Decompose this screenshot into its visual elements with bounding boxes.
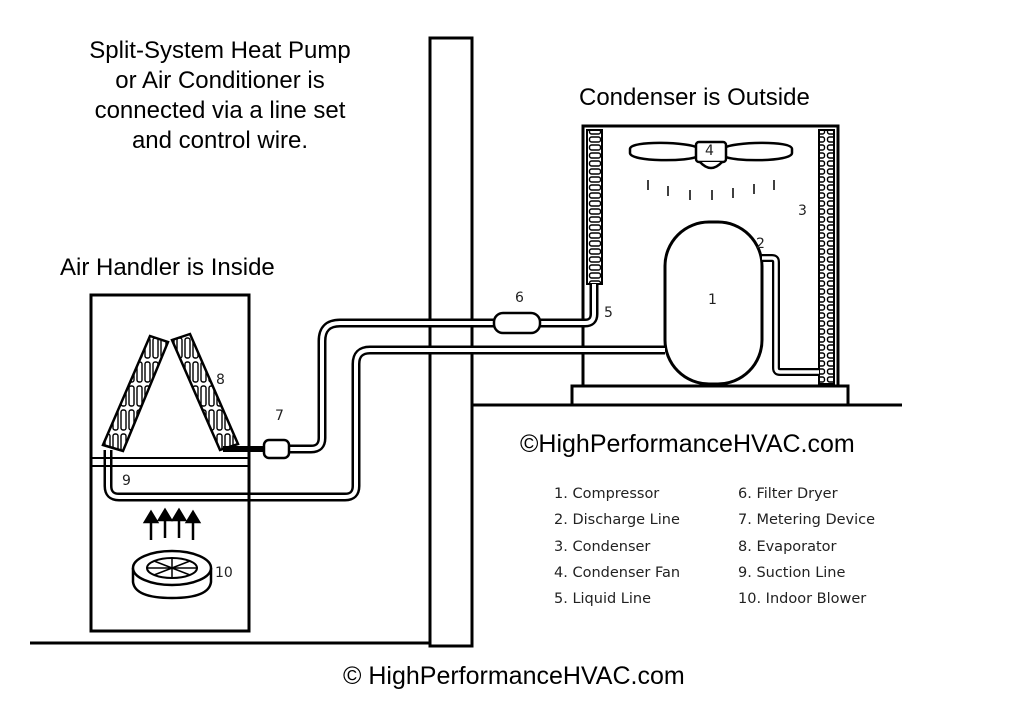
air-handler-heading: Air Handler is Inside bbox=[60, 254, 275, 281]
title-line: or Air Conditioner is bbox=[115, 67, 325, 94]
discharge-line bbox=[762, 254, 819, 376]
legend-item: 7. Metering Device bbox=[738, 512, 876, 529]
fan-airflow-marks bbox=[647, 180, 775, 200]
diagram-title: Split-System Heat Pump or Air Conditione… bbox=[60, 36, 380, 156]
condenser-cabinet bbox=[581, 124, 840, 388]
watermark-middle: ©HighPerformanceHVAC.com bbox=[520, 430, 855, 458]
condenser-coil-right bbox=[818, 129, 835, 385]
legend-item: 3. Condenser bbox=[554, 538, 651, 555]
evaporator-coil-left bbox=[101, 334, 170, 453]
legend-left-column: 1. Compressor 2. Discharge Line 3. Conde… bbox=[554, 481, 680, 612]
compressor bbox=[663, 220, 764, 386]
wall bbox=[428, 36, 474, 648]
air-handler-cabinet bbox=[89, 293, 251, 633]
condenser-coil-left bbox=[586, 129, 603, 285]
legend-item: 2. Discharge Line bbox=[554, 512, 680, 529]
legend-item: 4. Condenser Fan bbox=[554, 564, 681, 581]
legend-item: 5. Liquid Line bbox=[554, 591, 652, 608]
legend-item: 10. Indoor Blower bbox=[738, 591, 867, 608]
condenser-fan bbox=[628, 140, 794, 170]
component-label-2: 2 bbox=[756, 236, 765, 252]
watermark-bottom: © HighPerformanceHVAC.com bbox=[343, 662, 685, 690]
component-label-3: 3 bbox=[798, 203, 807, 219]
component-label-1: 1 bbox=[708, 292, 717, 308]
legend-item: 8. Evaporator bbox=[738, 538, 837, 555]
condenser-pad bbox=[570, 384, 850, 407]
indoor-blower bbox=[131, 549, 213, 600]
component-label-4: 4 bbox=[705, 143, 714, 159]
component-label-6: 6 bbox=[515, 290, 524, 306]
title-line: and control wire. bbox=[131, 127, 309, 154]
airflow-arrows bbox=[142, 507, 202, 540]
title-line: Split-System Heat Pump bbox=[89, 37, 351, 64]
component-label-5: 5 bbox=[604, 305, 613, 321]
condenser-heading: Condenser is Outside bbox=[579, 84, 810, 111]
condenser-unit bbox=[570, 124, 850, 407]
evaporator-coil-right bbox=[170, 332, 240, 452]
title-line: connected via a line set bbox=[94, 97, 346, 124]
component-label-8: 8 bbox=[216, 372, 225, 388]
legend-item: 9. Suction Line bbox=[738, 564, 846, 581]
filter-dryer bbox=[492, 311, 542, 335]
component-label-7: 7 bbox=[275, 408, 284, 424]
component-label-9: 9 bbox=[122, 473, 131, 489]
legend-right-column: 6. Filter Dryer 7. Metering Device 8. Ev… bbox=[738, 481, 875, 612]
air-handler-unit bbox=[89, 293, 291, 633]
component-label-10: 10 bbox=[215, 565, 233, 581]
legend-item: 1. Compressor bbox=[554, 486, 660, 502]
metering-device bbox=[262, 438, 291, 460]
legend-item: 6. Filter Dryer bbox=[738, 486, 838, 502]
